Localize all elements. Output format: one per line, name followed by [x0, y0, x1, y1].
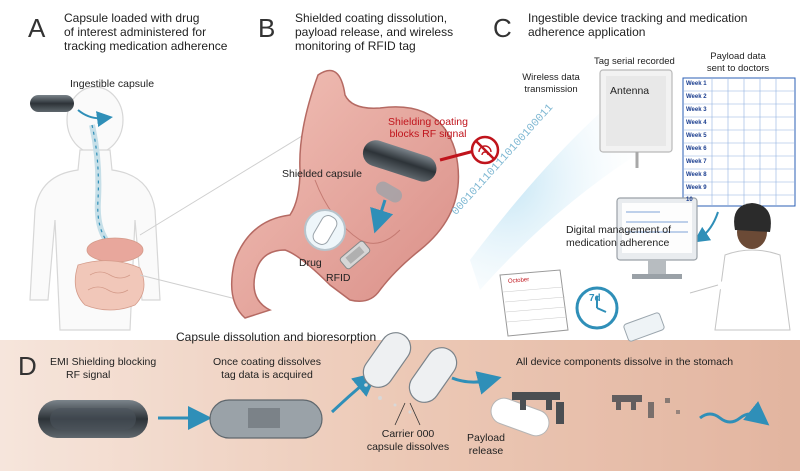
ingestible-capsule-label: Ingestible capsule [70, 78, 155, 90]
panel-b-title-line-1: Shielded coating dissolution, [295, 11, 448, 25]
week-label: Week 7 [686, 159, 707, 165]
panel-a-title-line-3: tracking medication adherence [64, 39, 228, 53]
panel-b-title-line-2: payload release, and wireless [295, 25, 454, 39]
week-label: Week 4 [686, 120, 707, 126]
coating-label-line-1: Once coating dissolves [213, 356, 321, 368]
carrier-label-line-2: capsule dissolves [366, 441, 450, 453]
dissolution-title: Capsule dissolution and bioresorption [176, 330, 377, 344]
coating-label-line-2: tag data is acquired [221, 369, 313, 381]
shielding-label-line-1: Shielding coating [388, 116, 468, 128]
panel-b-title-line-3: monitoring of RFID tag [295, 39, 416, 53]
rfid-label: RFID [326, 272, 351, 284]
panel-c-title-line-2: adherence application [528, 25, 646, 39]
no-signal-icon [470, 135, 500, 165]
shielded-capsule-icon [362, 140, 437, 182]
payload-label-line-1: Payload [467, 432, 505, 444]
week-label: Week 1 [686, 81, 707, 87]
clock-label: 7d [589, 293, 601, 304]
week-label: Week 2 [686, 94, 707, 100]
panel-c-letter: C [493, 13, 512, 43]
antenna-label: Antenna [610, 85, 650, 97]
antenna-icon [599, 69, 673, 168]
week-label: Week 9 [686, 185, 707, 191]
shielded-capsule-label: Shielded capsule [282, 168, 362, 180]
doctor-figure [685, 203, 791, 331]
clock-icon [575, 286, 619, 330]
carrier-capsule-halves [362, 332, 458, 414]
wireless-label-line-2: transmission [524, 84, 578, 95]
emi-label-line-2: RF signal [66, 369, 111, 381]
ingestible-capsule-icon [30, 95, 74, 112]
rfid-tag-icon [339, 240, 371, 270]
panel-d-letter: D [18, 351, 37, 381]
esophagus [89, 124, 113, 248]
week-label: Week 5 [686, 133, 707, 139]
payload-label-line-2: release [468, 445, 504, 457]
rfid-components-icon [512, 392, 680, 424]
computer-monitor-icon [616, 197, 698, 279]
carrier-label-line-1: Carrier 000 [381, 428, 435, 440]
dissolve-arrow [699, 401, 770, 426]
digital-label-line-2: medication adherence [566, 237, 670, 249]
calendar-icon [499, 269, 569, 337]
tag-serial-label: Tag serial recorded [594, 56, 675, 67]
panel-c-title-line-1: Ingestible device tracking and medicatio… [528, 11, 748, 25]
panel-a-title-line-2: of interest administered for [64, 25, 207, 39]
week-label: Week 8 [686, 172, 707, 178]
panel-a-title-line-1: Capsule loaded with drug [64, 11, 200, 25]
stomach [230, 69, 460, 319]
digital-label-line-1: Digital management of [566, 224, 672, 236]
intestines [74, 237, 145, 311]
panel-b-letter: B [258, 13, 276, 43]
wireless-label-line-1: Wireless data [522, 72, 580, 83]
payload-sent-label-line-1: Payload data [710, 51, 766, 62]
dissolve-label: All device components dissolve in the st… [516, 356, 734, 368]
week-label: Week 3 [686, 107, 707, 113]
payload-sent-label-line-2: sent to doctors [706, 63, 770, 74]
emi-label-line-1: EMI Shielding blocking [50, 356, 157, 368]
drug-label: Drug [299, 257, 322, 269]
pill-bottle-icon [623, 312, 665, 342]
panel-a-letter: A [28, 13, 46, 43]
shielding-label-line-2: blocks RF signal [389, 128, 467, 140]
week-label: 10 [686, 197, 693, 203]
payload-grid [682, 77, 796, 207]
week-label: Week 6 [686, 146, 707, 152]
